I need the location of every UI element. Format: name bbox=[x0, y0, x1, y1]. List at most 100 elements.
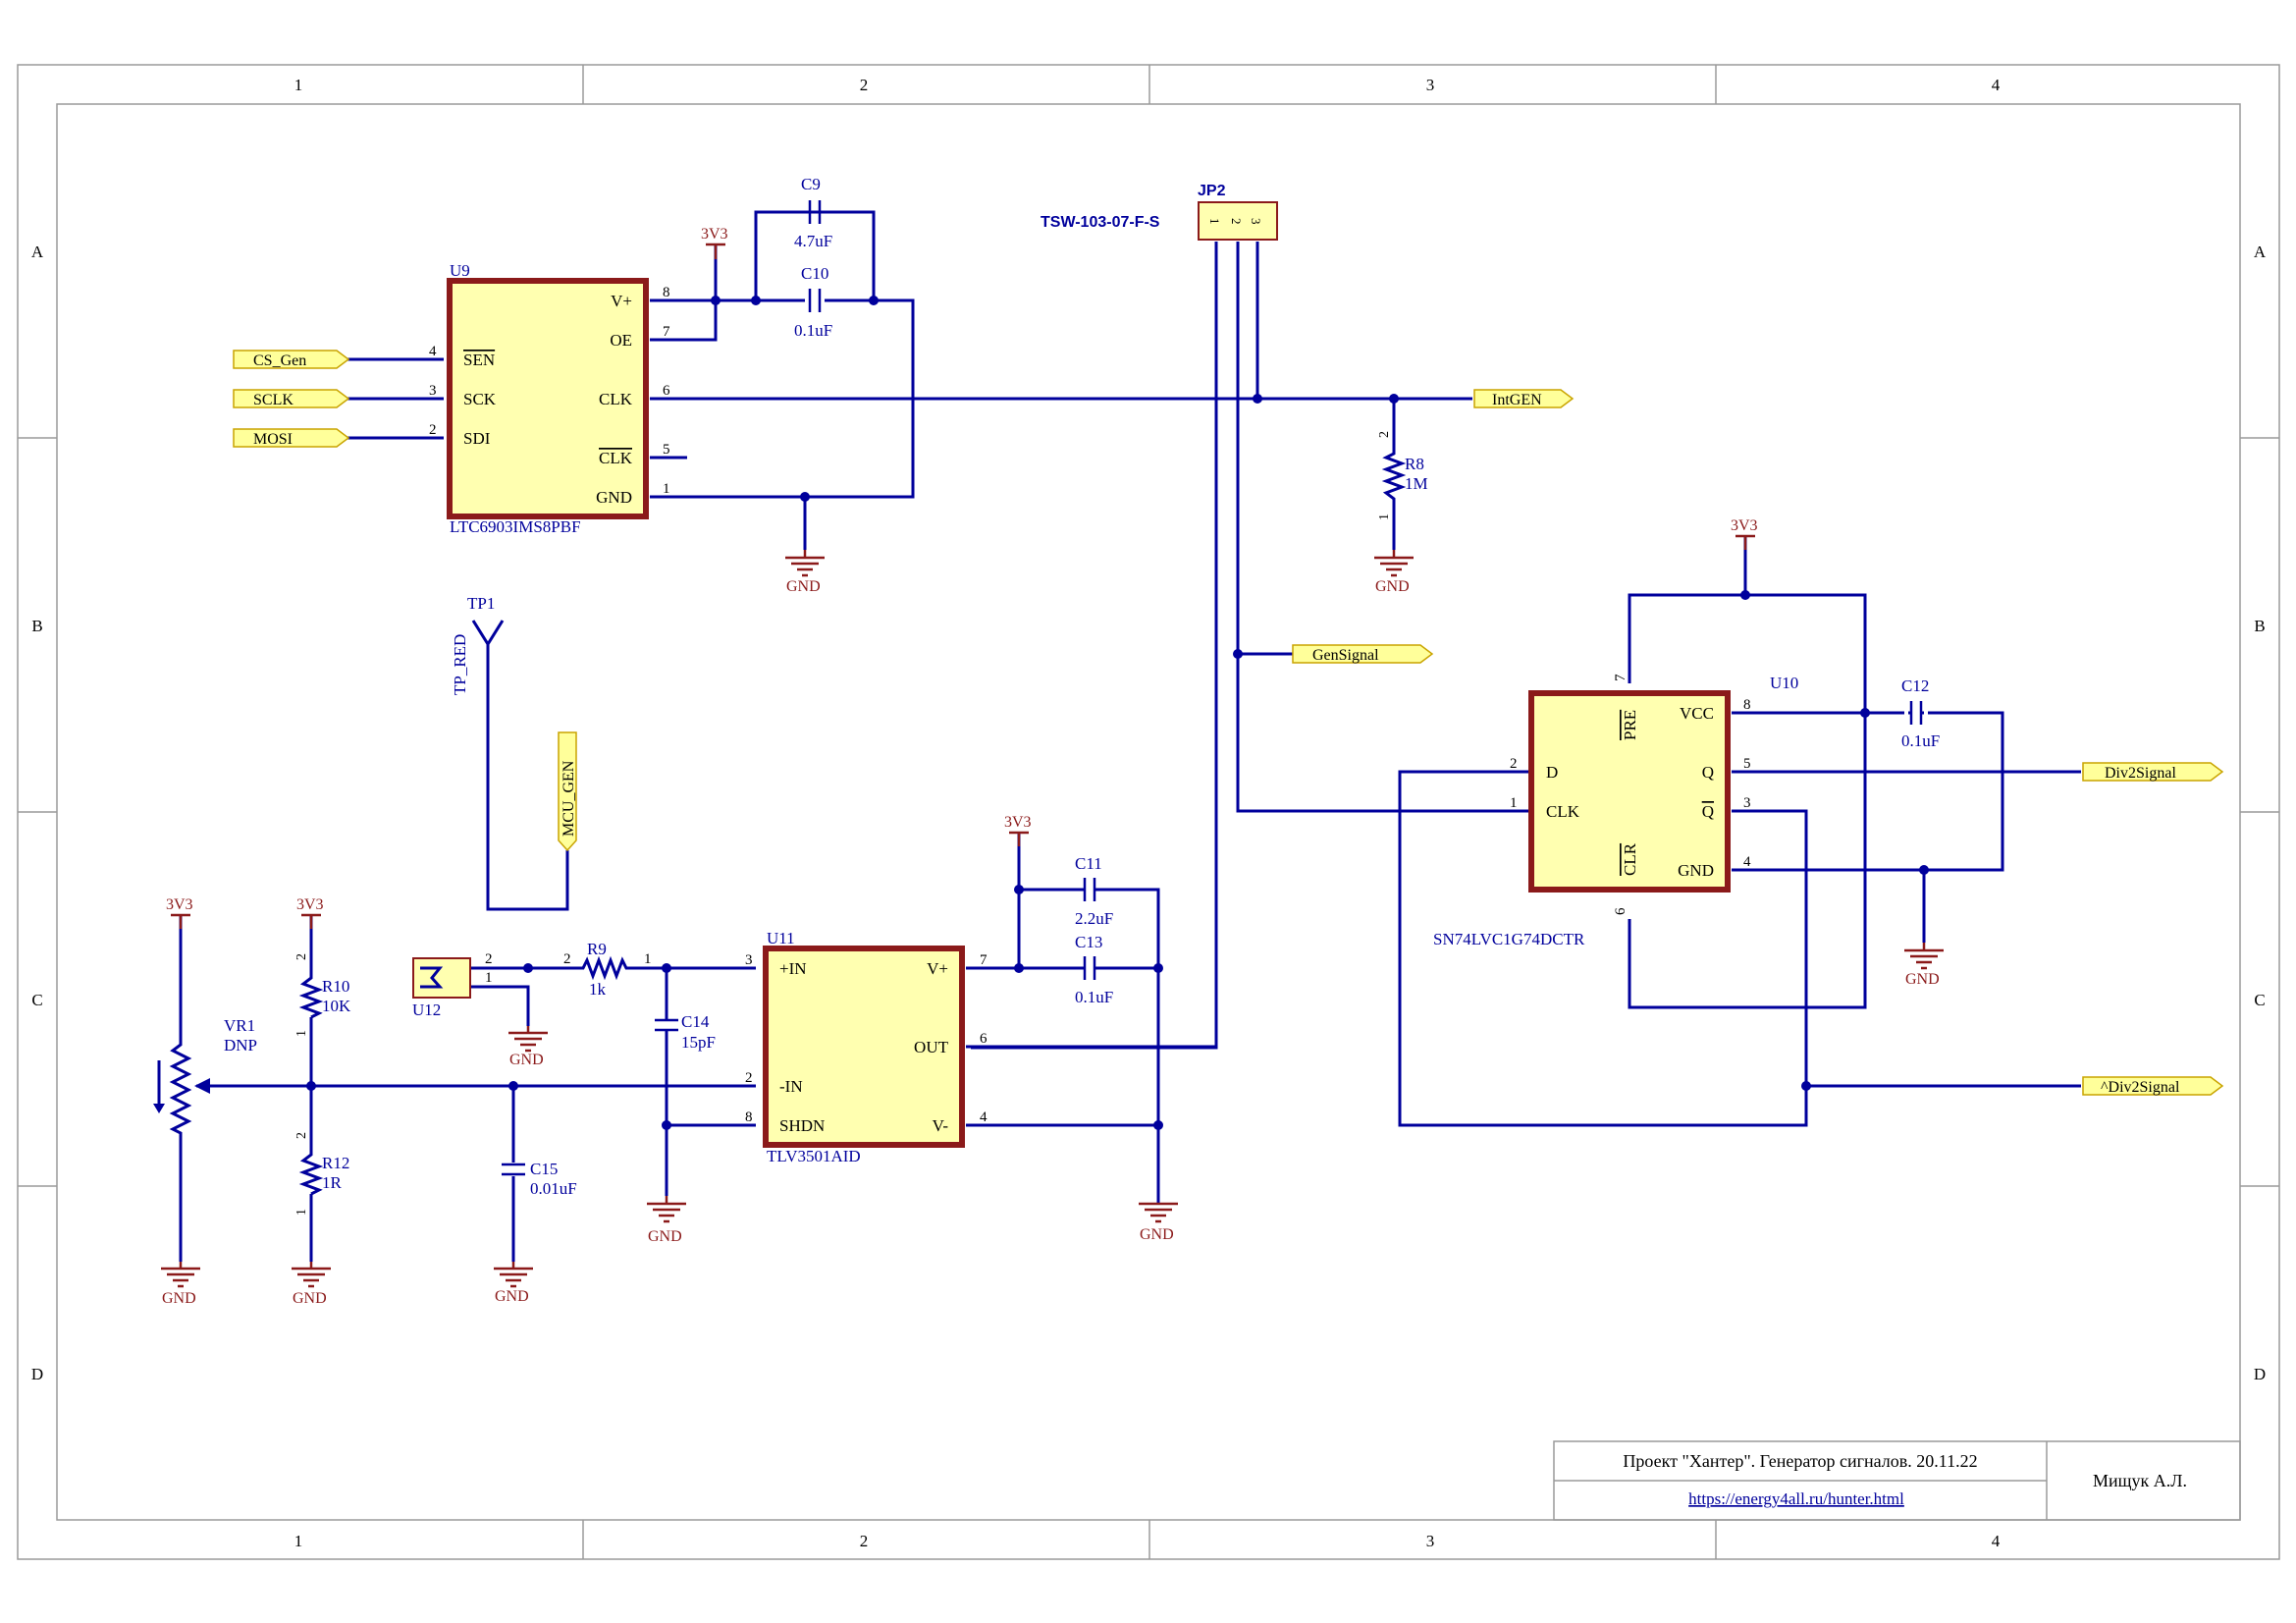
jp2-part: TSW-103-07-F-S bbox=[1041, 214, 1160, 231]
u9-chip[interactable]: U9 LTC6903IMS8PBF SEN SCK SDI V+ OE CLK … bbox=[429, 261, 670, 536]
tp1-part: TP_RED bbox=[451, 634, 469, 695]
port-mosi[interactable]: MOSI bbox=[233, 428, 350, 448]
r8-resistor[interactable]: R8 1M 2 1 bbox=[1377, 431, 1428, 520]
gnd-c14-label: GND bbox=[648, 1228, 682, 1245]
c13-value: 0.1uF bbox=[1075, 988, 1113, 1006]
u9-pin-num-5: 5 bbox=[663, 442, 670, 458]
c13-capacitor[interactable]: C13 0.1uF bbox=[1075, 933, 1113, 1006]
col-label-top-4: 4 bbox=[1992, 76, 2001, 94]
power-3v3-u10: 3V3 bbox=[1731, 517, 1758, 550]
u10-pin-gnd: GND bbox=[1678, 861, 1714, 880]
power-3v3-u9-label: 3V3 bbox=[701, 226, 728, 243]
gnd-c15: GND bbox=[494, 1262, 533, 1305]
r12-pin-1: 1 bbox=[294, 1209, 309, 1216]
u9-part: LTC6903IMS8PBF bbox=[450, 517, 581, 536]
row-label-right-d: D bbox=[2254, 1365, 2266, 1383]
power-3v3-u9: 3V3 bbox=[701, 226, 728, 259]
gnd-u11: GND bbox=[1139, 1202, 1178, 1243]
c9-ref: C9 bbox=[801, 175, 821, 193]
c10-capacitor[interactable]: C10 0.1uF bbox=[794, 264, 832, 340]
jp2-pin-1: 1 bbox=[1207, 218, 1222, 225]
jp2-pin-3: 3 bbox=[1249, 218, 1263, 225]
c11-ref: C11 bbox=[1075, 854, 1102, 873]
c11-capacitor[interactable]: C11 2.2uF bbox=[1075, 854, 1113, 928]
u9-pin-sck: SCK bbox=[463, 390, 497, 408]
sheet-frame bbox=[17, 64, 2280, 1560]
c10-value: 0.1uF bbox=[794, 321, 832, 340]
u11-pin-num-6: 6 bbox=[980, 1031, 988, 1047]
u11-pin-num-8: 8 bbox=[745, 1109, 753, 1125]
u9-pin-num-1: 1 bbox=[663, 481, 670, 497]
r9-pin-1: 1 bbox=[644, 951, 652, 967]
wires bbox=[179, 210, 2081, 1262]
u9-pin-num-3: 3 bbox=[429, 383, 437, 399]
c12-ref: C12 bbox=[1901, 676, 1929, 695]
u9-pin-num-8: 8 bbox=[663, 285, 670, 300]
port-mcu-gen-label: MCU_GEN bbox=[561, 760, 577, 837]
r10-resistor[interactable]: R10 10K 2 1 bbox=[294, 953, 351, 1037]
u10-pin-num-4: 4 bbox=[1743, 854, 1751, 870]
col-label-bottom-1: 1 bbox=[294, 1532, 303, 1550]
c12-capacitor[interactable]: C12 0.1uF bbox=[1901, 676, 1940, 750]
title-block-author: Мищук А.Л. bbox=[2093, 1471, 2187, 1490]
c11-value: 2.2uF bbox=[1075, 909, 1113, 928]
u10-pin-num-7: 7 bbox=[1613, 674, 1629, 681]
c15-capacitor[interactable]: C15 0.01uF bbox=[502, 1160, 577, 1198]
u9-pin-num-4: 4 bbox=[429, 344, 437, 359]
r9-ref: R9 bbox=[587, 940, 607, 958]
r12-resistor[interactable]: R12 1R 2 1 bbox=[294, 1132, 349, 1216]
r10-pin-2: 2 bbox=[294, 953, 309, 960]
u10-pin-d: D bbox=[1546, 763, 1558, 782]
port-intgen[interactable]: IntGEN bbox=[1473, 389, 1575, 408]
u9-pin-sen: SEN bbox=[463, 351, 495, 369]
r12-pin-2: 2 bbox=[294, 1132, 309, 1139]
r9-pin-2: 2 bbox=[563, 951, 571, 967]
u9-pin-oe: OE bbox=[610, 331, 632, 350]
port-sclk[interactable]: SCLK bbox=[233, 389, 350, 408]
gnd-u9: GND bbox=[785, 550, 825, 595]
u12-ref: U12 bbox=[412, 1001, 441, 1019]
c9-value: 4.7uF bbox=[794, 232, 832, 250]
jp2-ref: JP2 bbox=[1198, 183, 1226, 199]
port-gensignal[interactable]: GenSignal bbox=[1292, 644, 1434, 664]
port-mcu-gen[interactable]: MCU_GEN bbox=[558, 731, 577, 852]
col-label-top-2: 2 bbox=[860, 76, 869, 94]
c14-capacitor[interactable]: C14 15pF bbox=[655, 1011, 716, 1052]
vr1-potentiometer[interactable]: VR1 DNP bbox=[153, 1016, 257, 1137]
tp1-ref: TP1 bbox=[467, 594, 495, 613]
port-div2signal[interactable]: Div2Signal bbox=[2082, 762, 2224, 782]
u9-pin-sdi: SDI bbox=[463, 429, 491, 448]
r9-resistor[interactable]: R9 1k 2 1 bbox=[563, 940, 652, 999]
u9-ref: U9 bbox=[450, 261, 470, 280]
power-3v3-u11-label: 3V3 bbox=[1004, 814, 1032, 831]
u11-pin-vplus: V+ bbox=[927, 959, 948, 978]
power-3v3-u11: 3V3 bbox=[1004, 814, 1032, 846]
c9-capacitor[interactable]: C9 4.7uF bbox=[756, 175, 874, 250]
u11-chip[interactable]: U11 TLV3501AID +IN -IN SHDN V+ OUT V- 3 … bbox=[745, 929, 988, 1165]
c12-value: 0.1uF bbox=[1901, 731, 1940, 750]
jp2-pin-2: 2 bbox=[1229, 218, 1244, 225]
u11-pin-shdn: SHDN bbox=[779, 1116, 825, 1135]
r9-value: 1k bbox=[589, 980, 607, 999]
port-ndiv2signal[interactable]: ^Div2Signal bbox=[2082, 1076, 2224, 1096]
jp2-header[interactable]: JP2 TSW-103-07-F-S 1 2 3 bbox=[1041, 183, 1278, 241]
r8-ref: R8 bbox=[1405, 455, 1424, 473]
port-mosi-label: MOSI bbox=[253, 431, 293, 448]
row-label-right-a: A bbox=[2254, 243, 2267, 261]
gnd-c15-label: GND bbox=[495, 1288, 529, 1305]
title-block-url[interactable]: https://energy4all.ru/hunter.html bbox=[1688, 1489, 1904, 1508]
title-block: Проект "Хантер". Генератор сигналов. 20.… bbox=[1553, 1440, 2241, 1521]
u10-chip[interactable]: U10 SN74LVC1G74DCTR D CLK VCC Q Q GND PR… bbox=[1433, 674, 1798, 948]
u10-pin-num-2: 2 bbox=[1510, 756, 1518, 772]
gnd-u10-label: GND bbox=[1905, 971, 1940, 988]
col-label-top-1: 1 bbox=[294, 76, 303, 94]
r8-pin-1: 1 bbox=[1377, 514, 1392, 520]
u11-ref: U11 bbox=[767, 929, 795, 947]
port-cs-gen[interactable]: CS_Gen bbox=[233, 350, 350, 369]
tp1-testpoint[interactable]: TP1 TP_RED bbox=[451, 594, 505, 695]
u10-ref: U10 bbox=[1770, 674, 1798, 692]
u12-connector[interactable]: U12 2 1 bbox=[412, 951, 493, 1019]
r10-ref: R10 bbox=[322, 977, 349, 996]
power-3v3-vr1: 3V3 bbox=[166, 896, 193, 929]
r10-pin-1: 1 bbox=[294, 1030, 309, 1037]
